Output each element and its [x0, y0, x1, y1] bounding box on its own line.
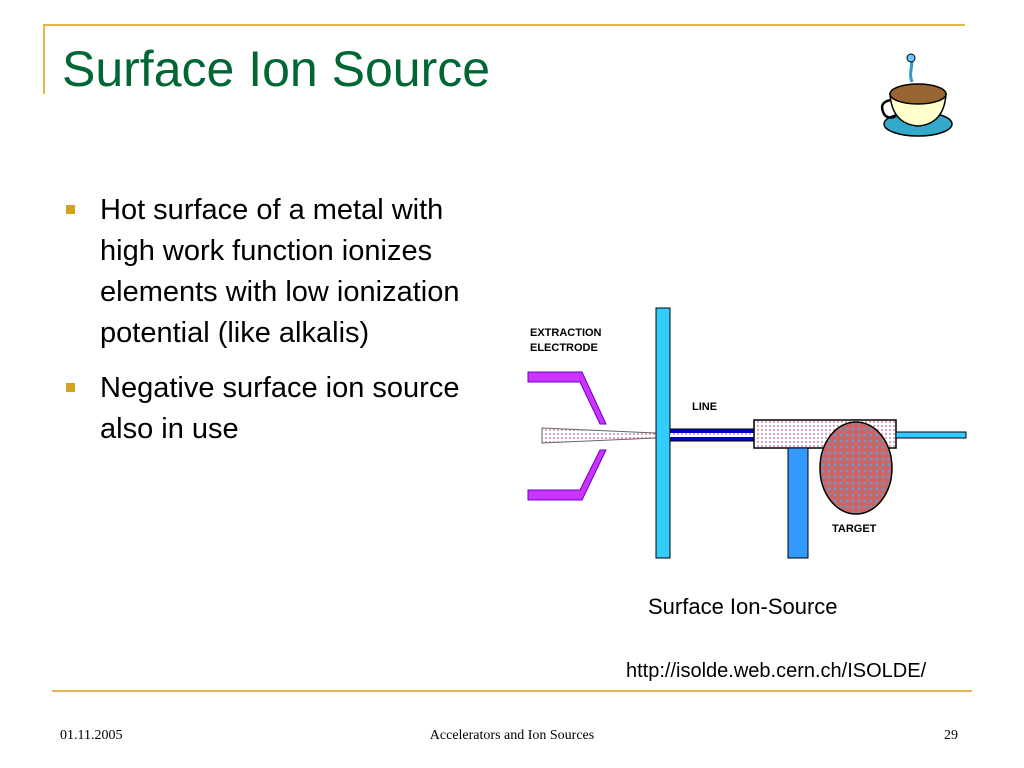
- target-label: TARGET: [832, 523, 877, 535]
- extraction-electrode-label: EXTRACTION: [530, 327, 602, 339]
- diagram-caption: Surface Ion-Source: [648, 594, 838, 619]
- ion-source-diagram: EXTRACTION ELECTRODE LINE TARGET: [527, 307, 967, 559]
- footer-divider: [52, 690, 972, 692]
- support-column: [787, 447, 809, 559]
- output-tube: [895, 431, 967, 439]
- page-number: 29: [944, 728, 958, 743]
- electrode-upper: [527, 371, 607, 425]
- source-url[interactable]: http://isolde.web.cern.ch/ISOLDE/: [626, 660, 927, 682]
- target-disc: [819, 421, 893, 515]
- bullet-list: Hot surface of a metal with high work fu…: [66, 190, 496, 464]
- square-bullet-icon: [66, 205, 75, 214]
- extraction-plate: [655, 307, 671, 559]
- electrode-lower: [527, 449, 607, 501]
- extraction-electrode-label: ELECTRODE: [530, 342, 598, 354]
- bullet-text: Hot surface of a metal with high work fu…: [100, 194, 460, 349]
- ion-beam: [541, 427, 657, 444]
- square-bullet-icon: [66, 383, 75, 392]
- bullet-item: Hot surface of a metal with high work fu…: [66, 190, 496, 354]
- title-frame-left: [43, 24, 45, 94]
- slide-title: Surface Ion Source: [62, 41, 491, 97]
- bullet-item: Negative surface ion source also in use: [66, 368, 496, 450]
- coffee-cup-icon: [880, 53, 953, 137]
- footer-title: Accelerators and Ion Sources: [429, 728, 595, 743]
- bullet-text: Negative surface ion source also in use: [100, 372, 460, 445]
- footer-date: 01.11.2005: [60, 728, 123, 743]
- line-label: LINE: [692, 401, 717, 413]
- title-frame-top: [43, 24, 965, 26]
